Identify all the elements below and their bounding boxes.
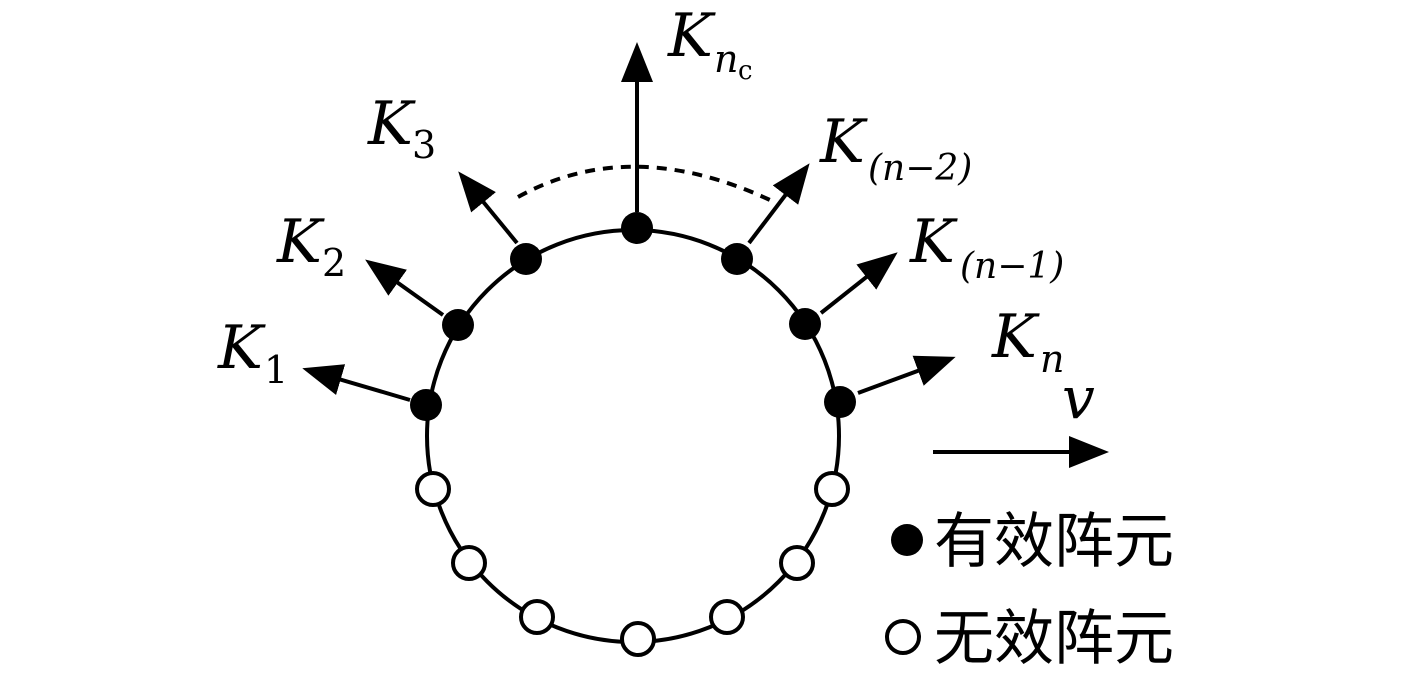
svg-text:(n−2): (n−2) xyxy=(868,148,972,189)
inactive-element xyxy=(519,599,555,635)
active-element xyxy=(824,386,856,418)
svg-text:K: K xyxy=(909,207,958,277)
vector-arrow-k2 xyxy=(365,259,445,317)
label-k1: K 1 xyxy=(217,313,288,392)
label-kn: K n xyxy=(991,302,1064,381)
svg-text:2: 2 xyxy=(322,241,346,285)
svg-text:K: K xyxy=(667,1,716,71)
svg-text:(n−1): (n−1) xyxy=(960,246,1064,287)
inactive-element xyxy=(415,471,451,507)
array-circle xyxy=(425,228,841,644)
legend-inactive-marker xyxy=(885,619,921,655)
label-kn-2: K (n−2) xyxy=(819,107,972,189)
legend-active-marker xyxy=(891,524,923,556)
active-element xyxy=(789,308,821,340)
inactive-element xyxy=(620,621,656,657)
svg-text:K: K xyxy=(367,89,416,159)
svg-text:c: c xyxy=(738,56,753,86)
svg-text:K: K xyxy=(819,107,868,177)
legend-active-label: 有效阵元 xyxy=(934,507,1174,577)
inactive-element xyxy=(814,471,850,507)
label-knc: K n c xyxy=(667,1,753,86)
active-element xyxy=(721,243,753,275)
svg-text:K: K xyxy=(217,313,266,383)
inactive-element xyxy=(779,545,815,581)
active-element xyxy=(510,243,542,275)
legend-inactive-label: 无效阵元 xyxy=(934,604,1174,674)
label-k3: K 3 xyxy=(367,89,436,167)
inactive-element xyxy=(709,599,745,635)
vector-arrow-kn-1 xyxy=(819,252,898,315)
svg-text:n: n xyxy=(1040,337,1064,381)
active-element xyxy=(621,212,653,244)
svg-text:3: 3 xyxy=(412,123,436,167)
vector-arrow-k3 xyxy=(458,171,519,245)
vector-arrow-k1 xyxy=(302,364,411,402)
vector-arrow-kn-2 xyxy=(747,163,810,245)
inactive-element xyxy=(451,545,487,581)
svg-text:K: K xyxy=(991,302,1040,372)
svg-text:n: n xyxy=(714,37,738,81)
active-element xyxy=(410,389,442,421)
label-k2: K 2 xyxy=(276,207,346,285)
svg-text:K: K xyxy=(276,207,325,277)
label-kn-1: K (n−1) xyxy=(909,207,1064,287)
dashed-arc xyxy=(517,164,771,202)
active-element xyxy=(442,309,474,341)
legend: 有效阵元 无效阵元 xyxy=(885,507,1174,674)
label-velocity: v xyxy=(1062,364,1095,432)
vector-arrow-kn xyxy=(857,355,956,395)
svg-text:1: 1 xyxy=(264,348,288,392)
